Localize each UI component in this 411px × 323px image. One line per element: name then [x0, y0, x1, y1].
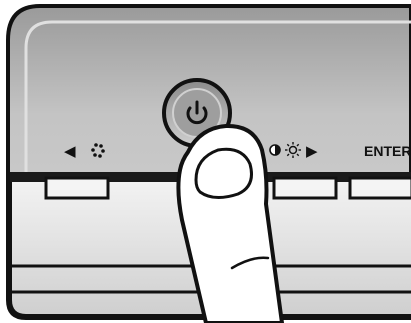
enter-label: ENTER [364, 143, 411, 159]
right-arrow-icon: ▶ [306, 143, 318, 160]
left-arrow-icon: ◀ [64, 143, 76, 160]
button-enter[interactable] [350, 178, 411, 198]
button-left[interactable] [46, 178, 108, 198]
button-middle[interactable] [274, 178, 336, 198]
